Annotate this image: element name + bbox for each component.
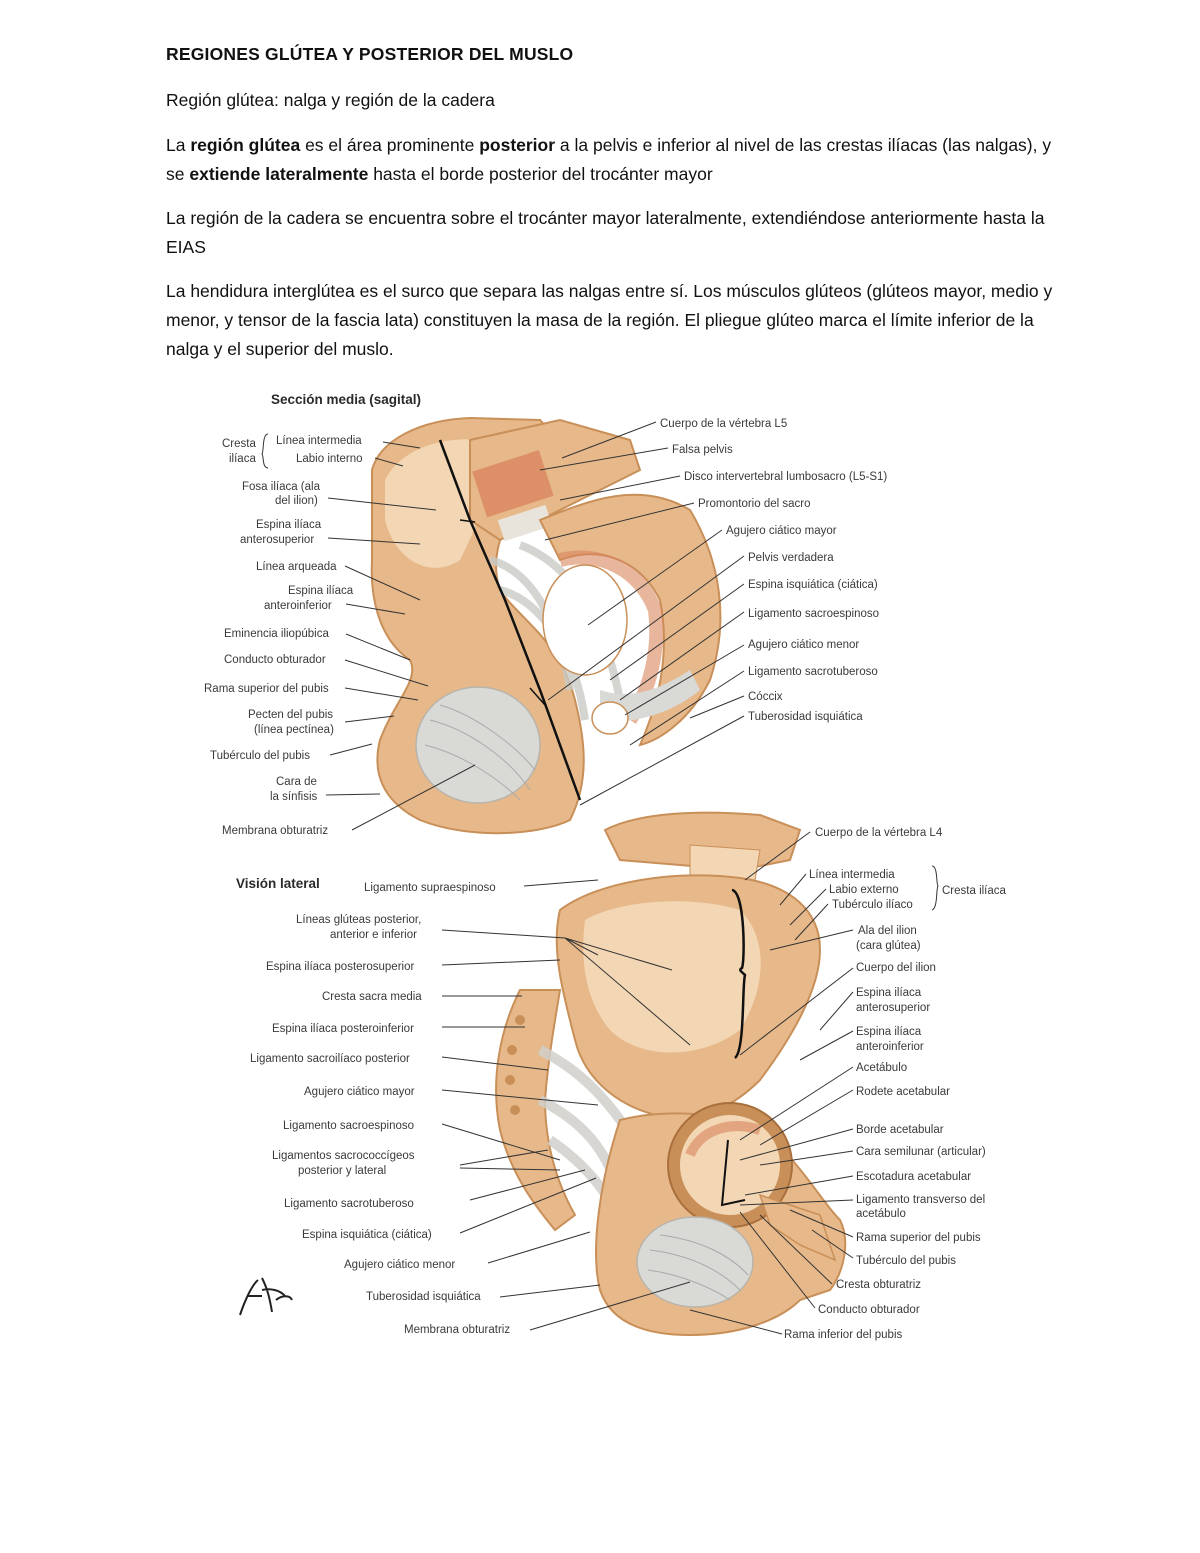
label-ligamento-sacrotuberoso: Ligamento sacrotuberoso [748,666,878,678]
p1-run: La [166,135,191,155]
label-lineas-gluteas: Líneas glúteas posterior, [296,914,421,926]
label-cara-semilunar: Cara semilunar (articular) [856,1146,986,1158]
label-cara-de: Cara de [276,776,317,788]
label-linea-arqueada: Línea arqueada [256,561,337,573]
label-membrana-obturatriz: Membrana obturatriz [222,825,328,837]
label-la-sinfisis: la sínfisis [270,791,318,803]
label-espina-posterosuperior: Espina ilíaca posterosuperior [266,961,414,973]
label-disco-intervertebral: Disco intervertebral lumbosacro (L5-S1) [684,471,887,483]
p1-run: es el área prominente [300,135,480,155]
label-tuberculo-iliaco: Tubérculo ilíaco [832,899,913,911]
sagittal-pelvis-illustration [370,416,722,835]
label-espina-iliaca-1: Espina ilíaca [256,519,322,531]
label-rama-inferior-pubis: Rama inferior del pubis [784,1329,903,1341]
label-fosa-iliaca: Fosa ilíaca (ala [242,481,321,493]
label-agujero-ciatico-menor: Agujero ciático menor [748,639,859,651]
label-cara-glutea: (cara glútea) [856,940,921,952]
label-espina-posteroinferior: Espina ilíaca posteroinferior [272,1023,414,1035]
label-ligamento-supraespinoso: Ligamento supraespinoso [364,882,496,894]
label-conducto-obturador-lat: Conducto obturador [818,1304,920,1316]
label-posterior-lateral: posterior y lateral [298,1165,386,1177]
label-iliaca: ilíaca [229,453,256,465]
label-linea-intermedia: Línea intermedia [276,435,362,447]
label-coccix: Cóccix [748,691,783,703]
label-pelvis-verdadera: Pelvis verdadera [748,552,834,564]
paragraph-intergluteal: La hendidura interglútea es el surco que… [166,281,1053,359]
label-ligamento-sacroespinoso-lat: Ligamento sacroespinoso [283,1120,414,1132]
label-anterosuperior: anterosuperior [240,534,314,546]
label-promontorio-sacro: Promontorio del sacro [698,498,811,510]
label-escotadura-acetabular: Escotadura acetabular [856,1171,971,1183]
document-title: REGIONES GLÚTEA Y POSTERIOR DEL MUSLO [166,44,574,64]
label-rama-superior-pubis: Rama superior del pubis [204,683,329,695]
label-agujero-ciatico-mayor-lat: Agujero ciático mayor [304,1086,415,1098]
label-falsa-pelvis: Falsa pelvis [672,444,733,456]
subtitle-paragraph: Región glútea: nalga y región de la cade… [166,90,495,110]
label-espina-iliaca-2: Espina ilíaca [288,585,354,597]
label-ala-ilion: Ala del ilion [858,925,917,937]
label-espina-iliaca-as: Espina ilíaca [856,987,922,999]
label-borde-acetabular: Borde acetabular [856,1124,944,1136]
label-cresta-iliaca-lat: Cresta ilíaca [942,885,1007,897]
label-tuberosidad-isquiatica-lat: Tuberosidad isquiática [366,1291,481,1303]
label-rodete-acetabular: Rodete acetabular [856,1086,950,1098]
label-cresta-sacra-media: Cresta sacra media [322,991,422,1003]
label-cuerpo-vertebra-l5: Cuerpo de la vértebra L5 [660,418,787,430]
label-anteroinferior: anteroinferior [264,600,332,612]
label-anteroinferior-lat: anteroinferior [856,1041,924,1053]
label-anterior-inferior: anterior e inferior [330,929,417,941]
label-linea-pectinea: (línea pectínea) [254,724,334,736]
label-agujero-ciatico-mayor: Agujero ciático mayor [726,525,837,537]
lateral-pelvis-illustration [495,811,847,1337]
label-cresta-obturatriz: Cresta obturatriz [836,1279,921,1291]
label-ligamento-sacroespinoso: Ligamento sacroespinoso [748,608,879,620]
paragraph-hip-region: La región de la cadera se encuentra sobr… [166,208,1045,257]
label-ligamentos-sacrococcigeos: Ligamentos sacrococcígeos [272,1150,415,1162]
label-pecten-pubis: Pecten del pubis [248,709,333,721]
label-ligamento-sacroiliaco: Ligamento sacroilíaco posterior [250,1053,410,1065]
label-cresta: Cresta [222,438,256,450]
label-del-ilion: del ilion) [275,495,318,507]
lateral-left-labels: Ligamento supraespinoso Líneas glúteas p… [250,879,691,1336]
label-rama-superior-pubis-lat: Rama superior del pubis [856,1232,981,1244]
p1-run: a la pelvis e inferior al nivel de las c… [166,135,1052,184]
lateral-heading: Visión lateral [236,876,320,891]
label-tuberculo-pubis: Tubérculo del pubis [210,750,310,762]
label-membrana-obturatriz-lat: Membrana obturatriz [404,1324,510,1336]
label-anterosuperior-lat: anterosuperior [856,1002,930,1014]
label-acetabulo: Acetábulo [856,1062,907,1074]
label-eminencia-iliopubica: Eminencia iliopúbica [224,628,329,640]
sagittal-right-labels: Cuerpo de la vértebra L5 Falsa pelvis Di… [539,418,887,806]
label-linea-intermedia-lat: Línea intermedia [809,869,895,881]
label-cuerpo-vertebra-l4: Cuerpo de la vértebra L4 [815,827,943,839]
signature-mark [239,1277,293,1316]
p1-run: hasta el borde posterior del trocánter m… [368,164,713,184]
label-agujero-ciatico-menor-lat: Agujero ciático menor [344,1259,455,1271]
paragraph-gluteal-region: La región glútea es el área prominente p… [166,131,1066,189]
label-acetabulo-2: acetábulo [856,1208,906,1220]
sagittal-heading: Sección media (sagital) [271,392,421,407]
sagittal-left-labels: Cresta ilíaca Línea intermedia Labio int… [204,433,476,837]
p1-run: extiende lateralmente [189,164,369,184]
label-espina-isquiatica-lat: Espina isquiática (ciática) [302,1229,432,1241]
label-conducto-obturador: Conducto obturador [224,654,326,666]
p1-run: región glútea [190,135,301,155]
label-ligamento-sacrotuberoso-lat: Ligamento sacrotuberoso [284,1198,414,1210]
label-tuberculo-pubis-lat: Tubérculo del pubis [856,1255,956,1267]
label-labio-externo: Labio externo [829,884,899,896]
label-espina-isquiatica: Espina isquiática (ciática) [748,579,878,591]
label-labio-interno: Labio interno [296,453,363,465]
p1-run: posterior [479,135,556,155]
label-tuberosidad-isquiatica: Tuberosidad isquiática [748,711,863,723]
label-cuerpo-ilion: Cuerpo del ilion [856,962,936,974]
label-ligamento-transverso: Ligamento transverso del [856,1194,985,1206]
label-espina-iliaca-ai: Espina ilíaca [856,1026,922,1038]
lateral-right-labels: Cuerpo de la vértebra L4 Línea intermedi… [689,827,1007,1341]
